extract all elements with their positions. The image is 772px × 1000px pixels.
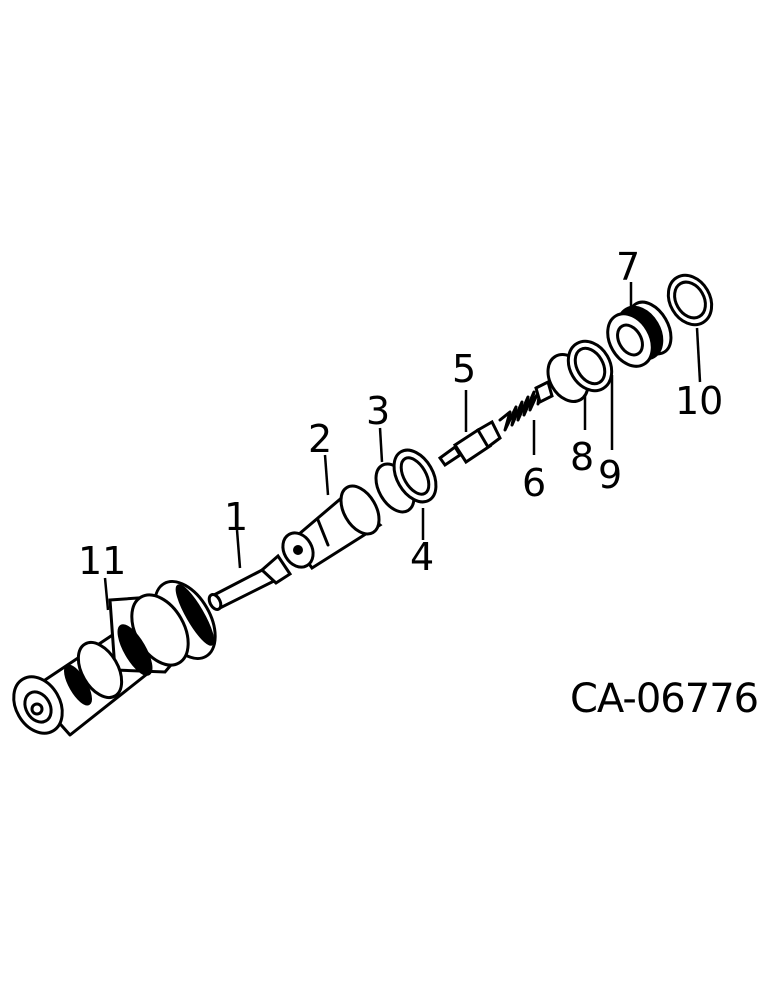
callout-11: 11 xyxy=(78,539,126,583)
callout-1: 1 xyxy=(224,495,248,539)
callout-9: 9 xyxy=(598,453,622,497)
leader-lines xyxy=(103,282,702,611)
part-11-valve-body xyxy=(12,580,217,737)
part-8-9-seal-rings xyxy=(546,339,614,403)
callout-8: 8 xyxy=(570,435,594,479)
callout-10: 10 xyxy=(675,379,723,423)
part-6-spring xyxy=(498,379,554,432)
part-2-sleeve xyxy=(281,484,383,571)
reference-code: CA-06776 xyxy=(570,676,758,722)
part-7-plug xyxy=(606,300,673,368)
part-10-o-ring xyxy=(666,273,714,327)
callout-6: 6 xyxy=(522,461,546,505)
part-5-poppet xyxy=(437,419,502,468)
callout-labels: 11 1 2 3 4 5 6 8 9 7 10 xyxy=(78,245,723,583)
callout-3: 3 xyxy=(366,389,390,433)
callout-4: 4 xyxy=(410,535,434,579)
callout-5: 5 xyxy=(452,347,476,391)
callout-2: 2 xyxy=(308,417,332,461)
part-3-4-seal-rings xyxy=(374,448,438,514)
callout-7: 7 xyxy=(616,245,640,289)
part-1-pin xyxy=(207,553,293,611)
